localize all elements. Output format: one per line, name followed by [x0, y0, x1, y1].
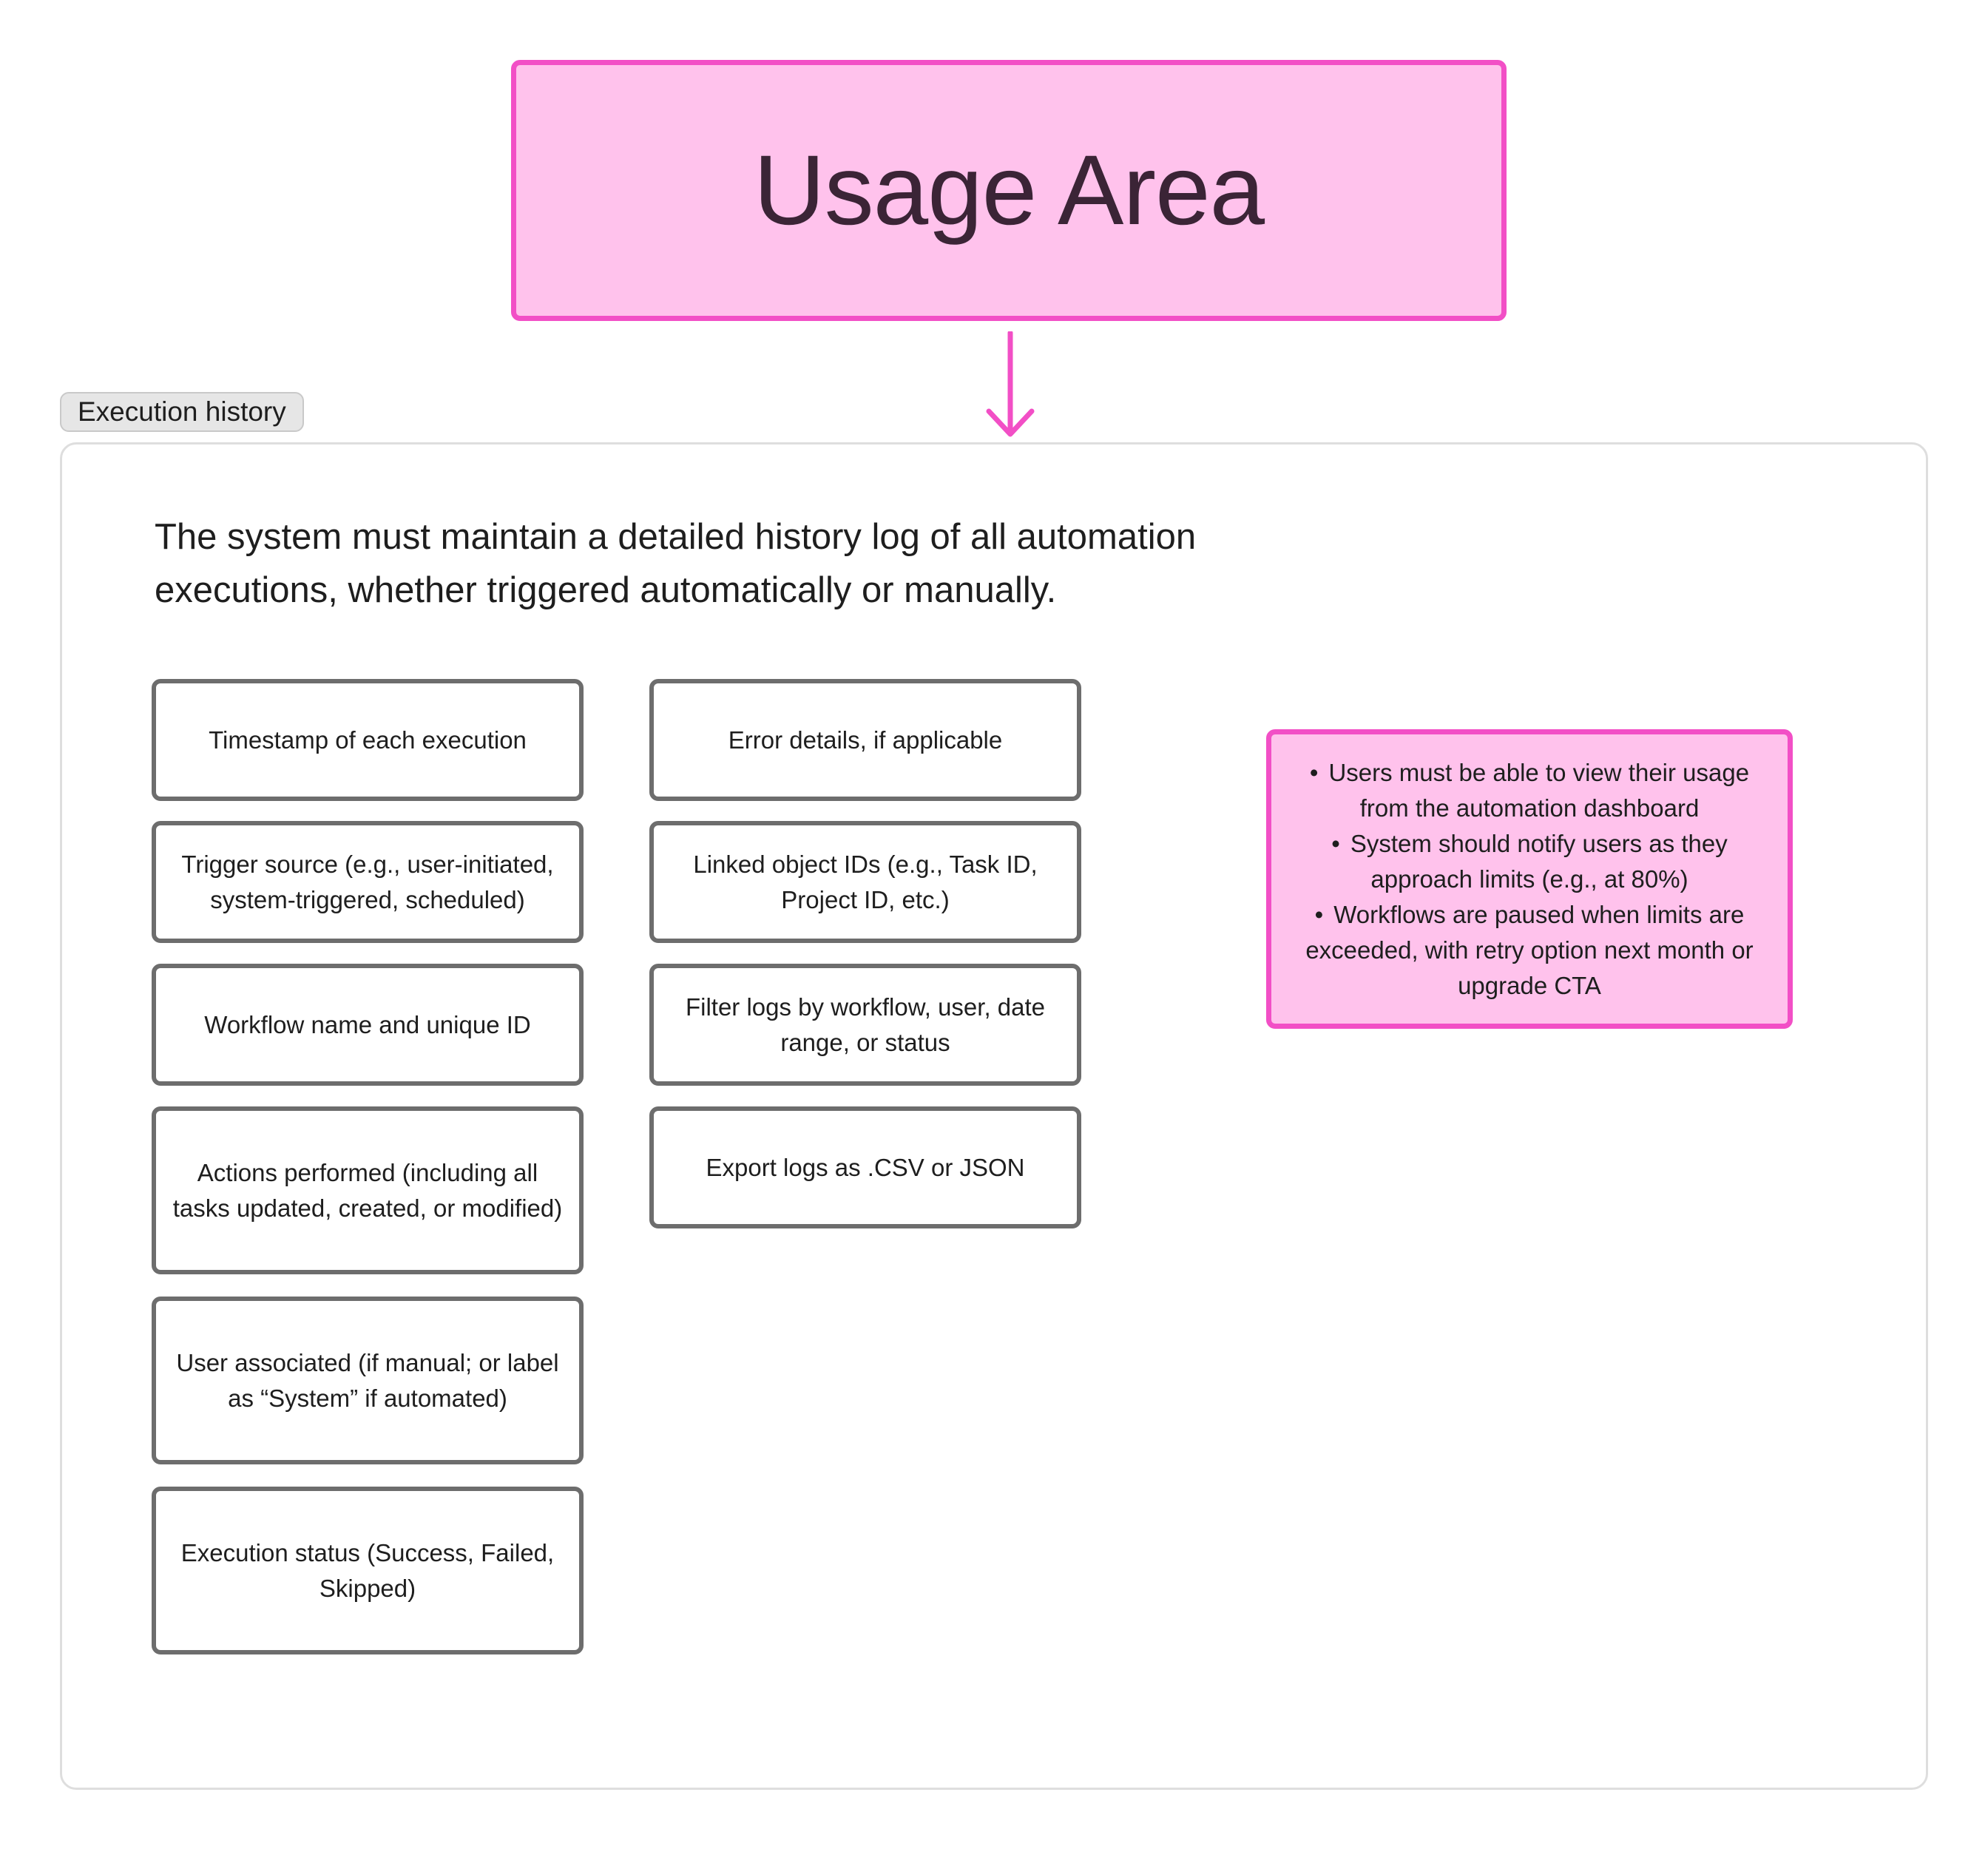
note-bullet: System should notify users as they appro…: [1289, 826, 1770, 897]
requirement-timestamp[interactable]: Timestamp of each execution: [152, 679, 584, 801]
requirement-trigger-source[interactable]: Trigger source (e.g., user-initiated, sy…: [152, 821, 584, 943]
note-bullet: Users must be able to view their usage f…: [1289, 755, 1770, 826]
requirement-workflow-name[interactable]: Workflow name and unique ID: [152, 964, 584, 1086]
requirement-execution-status[interactable]: Execution status (Success, Failed, Skipp…: [152, 1487, 584, 1654]
page-title: Usage Area: [753, 135, 1265, 246]
usage-limits-note[interactable]: Users must be able to view their usage f…: [1266, 729, 1793, 1029]
note-bullet: Workflows are paused when limits are exc…: [1289, 897, 1770, 1004]
requirement-user-associated[interactable]: User associated (if manual; or label as …: [152, 1297, 584, 1464]
requirement-export-logs[interactable]: Export logs as .CSV or JSON: [649, 1106, 1081, 1228]
requirement-actions-performed[interactable]: Actions performed (including all tasks u…: [152, 1106, 584, 1274]
note-bullet-list: Users must be able to view their usage f…: [1289, 755, 1770, 1004]
requirement-filter-logs[interactable]: Filter logs by workflow, user, date rang…: [649, 964, 1081, 1086]
requirement-error-details[interactable]: Error details, if applicable: [649, 679, 1081, 801]
section-intro: The system must maintain a detailed hist…: [155, 517, 1197, 610]
section-label[interactable]: Execution history: [60, 392, 304, 432]
requirement-linked-object-ids[interactable]: Linked object IDs (e.g., Task ID, Projec…: [649, 821, 1081, 943]
title-card[interactable]: Usage Area: [511, 60, 1507, 321]
arrow-down-connector: [986, 331, 1035, 437]
